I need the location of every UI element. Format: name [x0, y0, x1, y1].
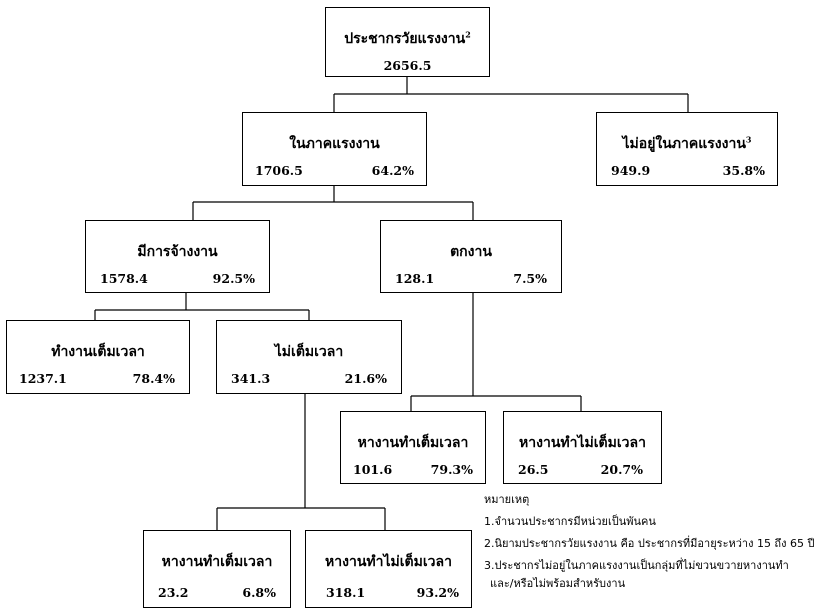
node-in-labor-force: ในภาคแรงงาน 1706.5 64.2%	[242, 112, 427, 186]
node-part-time-seeking-part-time: หางานทำไม่เต็มเวลา 318.1 93.2%	[305, 530, 472, 608]
node-value: 2656.5	[383, 58, 432, 73]
node-percent: 7.5%	[513, 271, 547, 286]
node-title: หางานทำเต็มเวลา	[161, 554, 273, 570]
node-title-text: ไม่อยู่ในภาคแรงงาน	[622, 136, 746, 152]
node-percent: 92.5%	[212, 271, 255, 286]
footnote-mark: 2	[465, 29, 471, 40]
node-title: ตกงาน	[450, 244, 492, 260]
node-value: 318.1	[326, 585, 366, 600]
node-percent: 79.3%	[430, 462, 473, 477]
node-percent: 21.6%	[344, 371, 387, 386]
connector-lines	[94, 76, 689, 531]
node-part-time: ไม่เต็มเวลา 341.3 21.6%	[216, 320, 402, 394]
node-title: มีการจ้างงาน	[137, 244, 218, 260]
node-value: 101.6	[353, 462, 393, 477]
node-not-in-labor-force: ไม่อยู่ในภาคแรงงาน3 949.9 35.8%	[596, 112, 778, 186]
node-unemployed-seeking-full-time: หางานทำเต็มเวลา 101.6 79.3%	[340, 411, 486, 484]
node-percent: 93.2%	[416, 585, 459, 600]
node-value: 26.5	[518, 462, 549, 477]
node-title: หางานทำไม่เต็มเวลา	[519, 435, 646, 451]
node-percent: 6.8%	[242, 585, 276, 600]
node-percent: 20.7%	[600, 462, 643, 477]
note-3-continued: และ/หรือไม่พร้อมสำหรับงาน	[490, 577, 626, 590]
node-full-time: ทำงานเต็มเวลา 1237.1 78.4%	[6, 320, 190, 394]
note-3: 3.ประชากรไม่อยู่ในภาคแรงงานเป็นกลุ่มที่ไ…	[484, 559, 789, 572]
node-percent: 78.4%	[132, 371, 175, 386]
node-title: ทำงานเต็มเวลา	[51, 344, 145, 360]
node-working-age-population: ประชากรวัยแรงงาน2 2656.5	[325, 7, 490, 77]
note-1: 1.จำนวนประชากรมีหน่วยเป็นพันคน	[484, 515, 656, 528]
node-value: 1578.4	[100, 271, 148, 286]
node-value: 23.2	[158, 585, 189, 600]
node-value: 949.9	[611, 163, 651, 178]
notes-heading: หมายเหตุ	[484, 493, 530, 506]
node-value: 1706.5	[255, 163, 303, 178]
node-title: ไม่อยู่ในภาคแรงงาน3	[597, 133, 777, 155]
node-title: ในภาคแรงงาน	[289, 136, 380, 152]
notes-panel: หมายเหตุ 1.จำนวนประชากรมีหน่วยเป็นพันคน …	[484, 489, 814, 595]
node-title: ไม่เต็มเวลา	[274, 344, 344, 360]
node-value: 128.1	[395, 271, 435, 286]
node-title-text: ประชากรวัยแรงงาน	[344, 31, 466, 47]
node-percent: 35.8%	[722, 163, 765, 178]
node-percent: 64.2%	[371, 163, 414, 178]
node-unemployed-seeking-part-time: หางานทำไม่เต็มเวลา 26.5 20.7%	[503, 411, 662, 484]
node-part-time-seeking-full-time: หางานทำเต็มเวลา 23.2 6.8%	[143, 530, 291, 608]
node-title: หางานทำไม่เต็มเวลา	[325, 554, 452, 570]
node-value: 341.3	[231, 371, 271, 386]
node-value: 1237.1	[19, 371, 67, 386]
node-title: ประชากรวัยแรงงาน2	[326, 28, 489, 50]
note-2: 2.นิยามประชากรวัยแรงงาน คือ ประชากรที่มี…	[484, 537, 814, 550]
node-title: หางานทำเต็มเวลา	[357, 435, 469, 451]
node-unemployed: ตกงาน 128.1 7.5%	[380, 220, 562, 293]
node-employed: มีการจ้างงาน 1578.4 92.5%	[85, 220, 270, 293]
footnote-mark: 3	[745, 134, 752, 145]
